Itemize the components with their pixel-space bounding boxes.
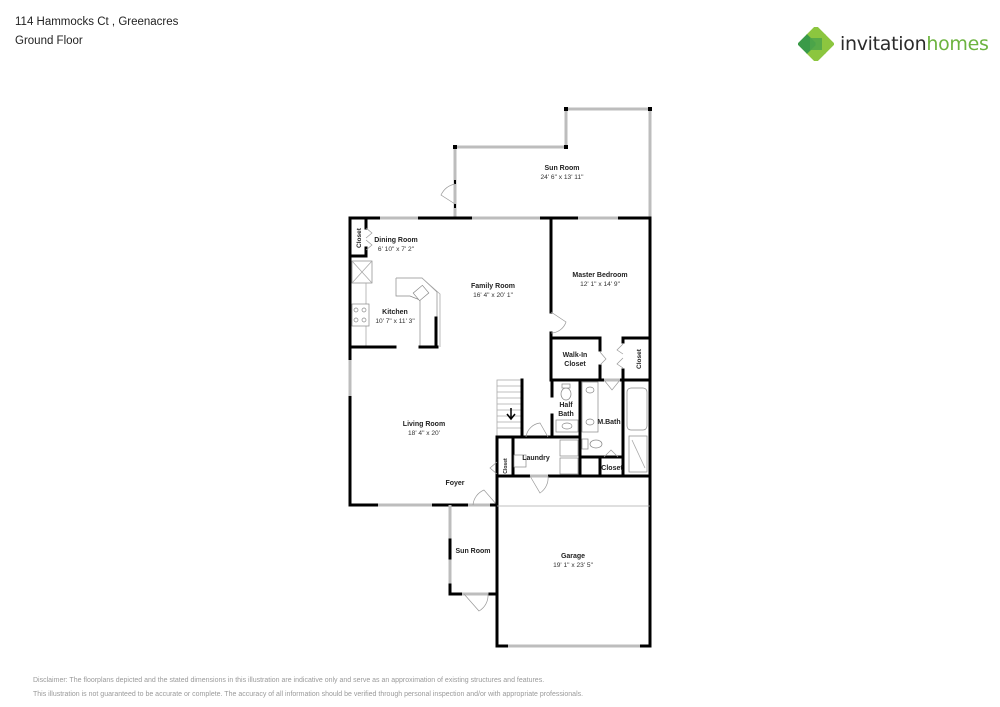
walk-in-closet-label: Walk-In — [563, 352, 588, 359]
sun-room-small-label: Sun Room — [456, 548, 491, 555]
main-house-walls — [348, 216, 652, 507]
master-bedroom-label: Master Bedroom — [572, 272, 627, 279]
m-bath-label: M.Bath — [597, 419, 620, 426]
living-room-dims: 18' 4" x 20' — [408, 430, 440, 437]
garage-label: Garage — [561, 553, 585, 560]
brand-wordmark: invitationhomes — [840, 33, 989, 55]
sun-room-top-walls — [440, 107, 652, 218]
family-room-dims: 16' 4" x 20' 1" — [473, 292, 513, 299]
header: 114 Hammocks Ct , Greenacres Ground Floo… — [15, 13, 178, 51]
garage-dims: 19' 1" x 23' 5" — [553, 562, 593, 569]
disclaimer-line-2: This illustration is not guaranteed to b… — [33, 691, 584, 698]
foyer-closet-label: Closet — [503, 458, 509, 474]
sun-room-small-walls — [448, 505, 499, 612]
garage-walls — [495, 474, 652, 648]
laundry-and-stairs — [472, 378, 652, 506]
foyer-label: Foyer — [445, 480, 464, 487]
master-closets — [549, 336, 652, 391]
half-bath-label: Half — [559, 402, 573, 409]
sun-room-top-label: Sun Room — [545, 165, 580, 172]
brand-logo: invitationhomes — [798, 27, 989, 61]
bath-closet-label: Closet — [601, 465, 623, 472]
address-title: 114 Hammocks Ct , Greenacres — [15, 16, 179, 28]
sun-room-top-dims: 24' 6" x 13' 11" — [540, 174, 584, 181]
disclaimer-line-1: Disclaimer: The floorplans depicted and … — [33, 677, 545, 684]
floor-label: Ground Floor — [15, 35, 83, 47]
bathrooms — [550, 378, 648, 478]
master-bedroom-dims: 12' 1" x 14' 9" — [580, 281, 620, 288]
living-room-label: Living Room — [403, 421, 445, 428]
family-room-label: Family Room — [471, 283, 515, 290]
dining-room-dims: 6' 10" x 7' 2" — [378, 246, 415, 253]
master-closet-label: Closet — [636, 348, 643, 369]
dining-closet — [348, 216, 373, 258]
laundry-label: Laundry — [522, 455, 550, 462]
walk-in-closet-label-2: Closet — [564, 361, 586, 368]
disclaimer: Disclaimer: The floorplans depicted and … — [33, 674, 583, 702]
dining-room-label: Dining Room — [374, 237, 418, 244]
kitchen-label: Kitchen — [382, 309, 408, 316]
kitchen-dims: 10' 7" x 11' 3" — [375, 318, 415, 325]
dining-closet-label: Closet — [356, 227, 363, 248]
half-bath-label-2: Bath — [558, 411, 574, 418]
stairs-down-arrow-icon — [506, 408, 516, 421]
kitchen-layout — [348, 260, 441, 349]
clover-logo-icon — [798, 27, 834, 61]
